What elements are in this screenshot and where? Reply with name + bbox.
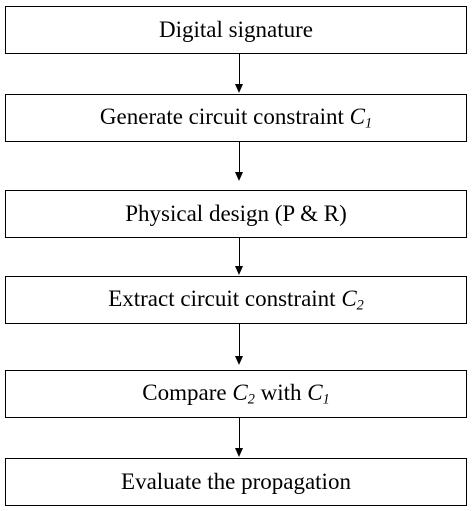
step-physical-design: Physical design (P & R) [5, 190, 467, 238]
step-label: Compare C2 with C1 [142, 379, 330, 408]
step-label: Extract circuit constraint C2 [108, 285, 364, 314]
step-label: Evaluate the propagation [121, 469, 351, 494]
variable-c1: C1 [349, 103, 373, 132]
variable-c2: C2 [341, 285, 364, 314]
step-label: Digital signature [159, 17, 313, 42]
variable-c1: C1 [307, 379, 330, 408]
step-label: Physical design (P & R) [125, 201, 347, 226]
variable-c2: C2 [232, 379, 255, 408]
step-compare: Compare C2 with C1 [5, 370, 467, 418]
step-evaluate-propagation: Evaluate the propagation [5, 458, 467, 506]
step-digital-signature: Digital signature [5, 6, 467, 54]
step-label: Generate circuit constraint C1 [99, 103, 373, 132]
step-extract-circuit-constraint: Extract circuit constraint C2 [5, 276, 467, 324]
step-generate-circuit-constraint: Generate circuit constraint C1 [5, 94, 467, 142]
